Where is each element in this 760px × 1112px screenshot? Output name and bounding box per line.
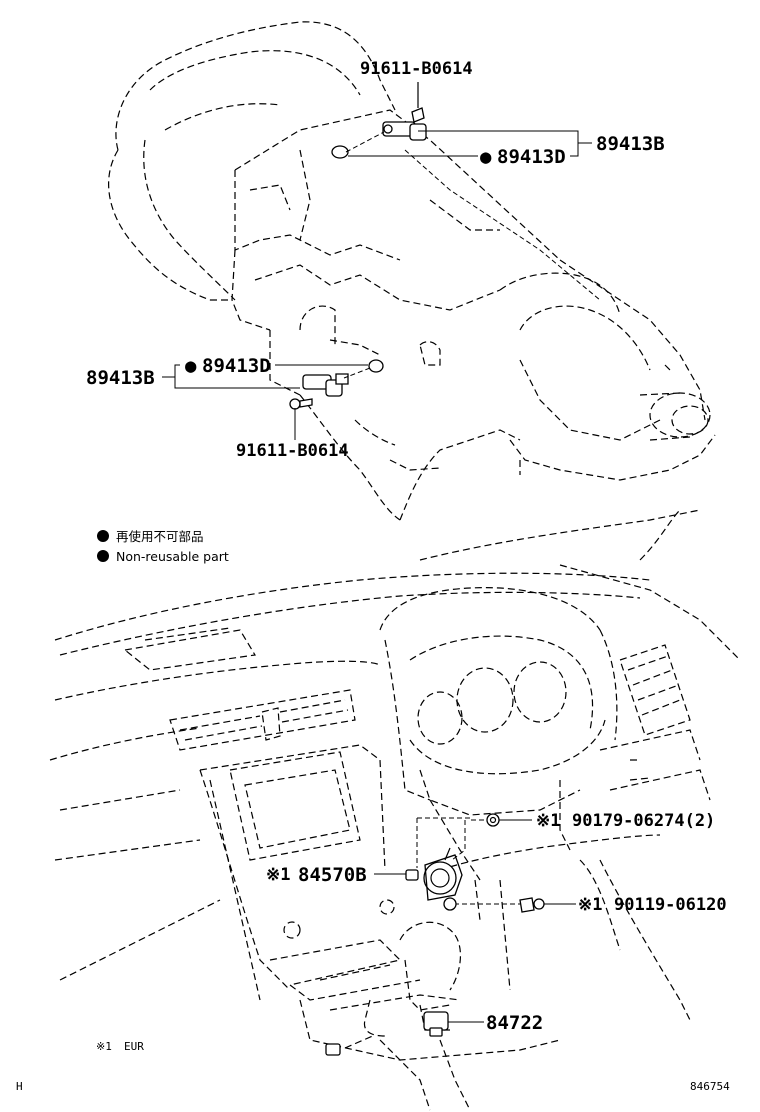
leader-lines-top: [162, 130, 592, 440]
callout-sensor-left-oring: 89413D: [202, 355, 271, 377]
legend: 再使用不可部品 Non-reusable part: [97, 529, 229, 564]
left-o-ring: [368, 359, 384, 373]
eur-mark-bolt: ※1: [578, 895, 602, 915]
cable-connector-part: [325, 1043, 341, 1056]
figure-id: 846754: [690, 1080, 730, 1093]
dash-bolt-part: [519, 897, 545, 913]
callout-switch: 84570B: [298, 864, 367, 886]
left-speed-sensor: [302, 373, 349, 397]
footnote-eur-mark: ※1: [96, 1040, 112, 1053]
callout-nut-dash: 90179-06274(2): [572, 811, 715, 831]
legend-text-en: Non-reusable part: [116, 549, 229, 564]
callout-bolt-bottom: 91611-B0614: [236, 441, 349, 461]
footnote-eur-text: EUR: [124, 1040, 144, 1053]
legend-dot-en: [97, 550, 109, 562]
left-bolt: [289, 398, 313, 410]
shift-switch-part: [423, 1011, 449, 1037]
callout-bolt-dash: 90119-06120: [614, 895, 727, 915]
non-reusable-mark-top: ●: [480, 146, 492, 168]
dash-nut-part: [486, 813, 500, 827]
eur-mark-switch: ※1: [266, 865, 290, 885]
callout-shift-switch: 84722: [486, 1012, 543, 1034]
column-switch-part: [405, 847, 463, 901]
leader-lines-bottom: [374, 817, 576, 1023]
eur-mark-nut: ※1: [536, 811, 560, 831]
transmission-illustration: [108, 21, 716, 521]
non-reusable-mark-left: ●: [185, 355, 197, 377]
legend-text-jp: 再使用不可部品: [116, 529, 204, 544]
callout-sensor-top-group: 89413B: [596, 133, 665, 155]
top-bolt: [411, 82, 425, 123]
dashboard-illustration: [49, 509, 741, 1111]
corner-code: H: [16, 1080, 23, 1093]
callout-sensor-left-group: 89413B: [86, 367, 155, 389]
callout-bolt-top: 91611-B0614: [360, 59, 473, 79]
top-speed-sensor: [382, 121, 427, 141]
top-o-ring: [331, 145, 349, 159]
callout-sensor-top-oring: 89413D: [497, 146, 566, 168]
legend-dot-jp: [97, 530, 109, 542]
